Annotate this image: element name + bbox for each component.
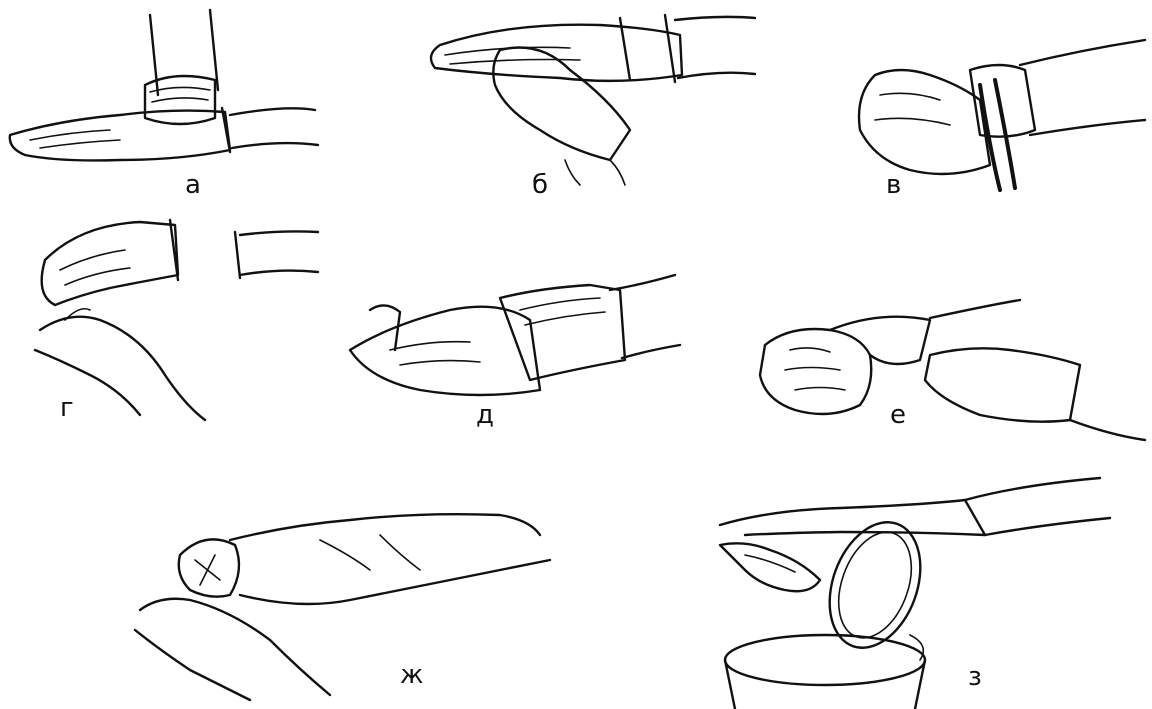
panel-a-illustration [0, 0, 340, 205]
panel-d-illustration [330, 250, 690, 430]
panel-a: а [0, 0, 340, 205]
panel-a-label: а [185, 172, 201, 198]
panel-z-label: з [968, 664, 982, 690]
panel-g-label: г [60, 395, 74, 421]
panel-zh-label: ж [400, 662, 423, 688]
panel-v-label: в [886, 172, 901, 198]
panel-z: з [700, 470, 1152, 709]
panel-g: г [0, 210, 340, 425]
panel-b-label: б [532, 172, 548, 198]
panel-e-illustration [750, 290, 1152, 460]
panel-b: б [420, 0, 760, 205]
panel-zh: ж [120, 500, 560, 705]
panel-v: в [840, 0, 1152, 205]
panel-e: е [750, 290, 1152, 460]
panel-d: д [330, 250, 690, 430]
panel-zh-illustration [120, 500, 560, 705]
panel-e-label: е [890, 402, 906, 428]
panel-z-illustration [700, 470, 1152, 709]
panel-d-label: д [476, 402, 494, 428]
panel-g-illustration [0, 210, 340, 425]
panel-b-illustration [420, 0, 760, 205]
